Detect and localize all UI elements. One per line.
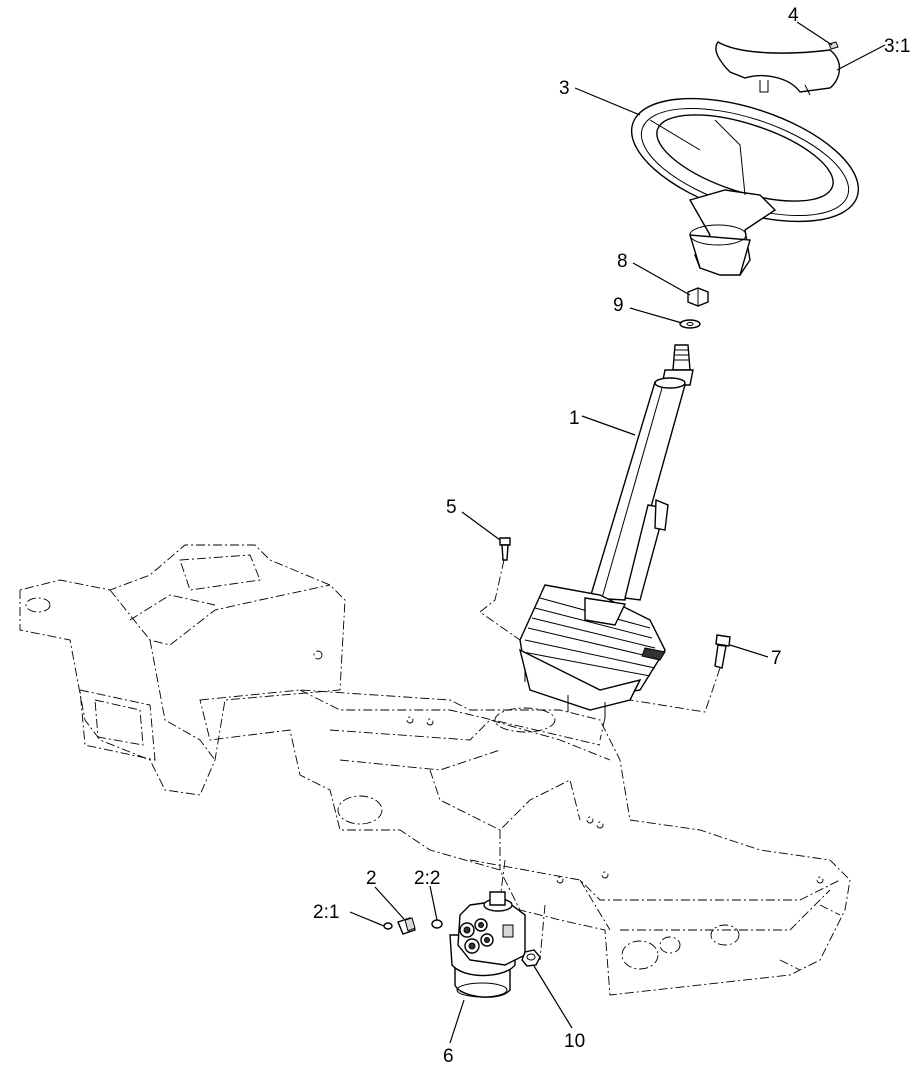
callout-1: 1 — [569, 408, 580, 429]
leader-lines — [349, 21, 886, 1044]
callout-3: 3 — [559, 78, 570, 99]
callout-labels: 1 2 2:1 2:2 3 3:1 4 5 6 7 8 9 10 — [313, 5, 910, 1067]
callout-4: 4 — [788, 5, 799, 26]
bolt-centerlines — [479, 559, 721, 961]
callout-3-1: 3:1 — [884, 36, 910, 57]
steering-wheel — [630, 97, 860, 276]
callout-9: 9 — [613, 295, 624, 316]
callout-2: 2 — [366, 868, 377, 889]
callout-5: 5 — [446, 497, 457, 518]
flange-nut — [521, 949, 541, 967]
o-ring-2-1 — [383, 922, 393, 930]
chassis-frame — [19, 544, 851, 996]
bolt-5 — [499, 537, 511, 561]
bolt-7 — [714, 634, 731, 669]
decal — [828, 41, 839, 50]
callout-10: 10 — [564, 1031, 585, 1052]
steering-column — [518, 344, 694, 718]
callout-6: 6 — [443, 1046, 454, 1067]
callout-8: 8 — [617, 251, 628, 272]
hex-nut — [687, 287, 709, 307]
callout-7: 7 — [771, 648, 782, 669]
washer — [679, 319, 701, 329]
hydraulic-fitting — [397, 917, 416, 935]
horn-cap — [715, 41, 841, 96]
callout-2-1: 2:1 — [313, 902, 339, 923]
callout-2-2: 2:2 — [414, 868, 440, 889]
o-ring-2-2 — [431, 919, 443, 929]
steering-valve — [449, 891, 526, 998]
